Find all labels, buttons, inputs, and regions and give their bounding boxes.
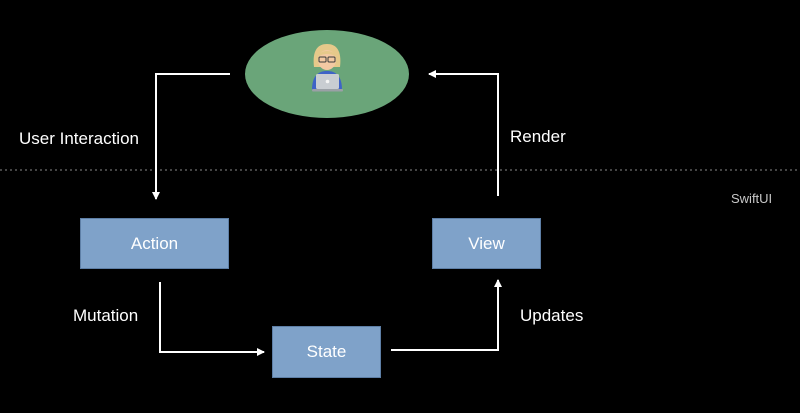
user-interaction-label: User Interaction [19,129,139,148]
render-arrow [428,70,499,196]
action-node: Action [80,218,229,269]
mutation-arrow [159,282,265,356]
user-interaction-arrow [152,73,230,200]
updates-label: Updates [520,306,584,325]
render-label: Render [510,127,566,146]
updates-arrow [391,279,502,351]
swiftui-boundary-label: SwiftUI [731,191,773,206]
state-node: State [272,326,381,378]
person-with-laptop-icon [312,44,343,92]
mutation-label: Mutation [73,306,139,325]
view-node: View [432,218,541,269]
